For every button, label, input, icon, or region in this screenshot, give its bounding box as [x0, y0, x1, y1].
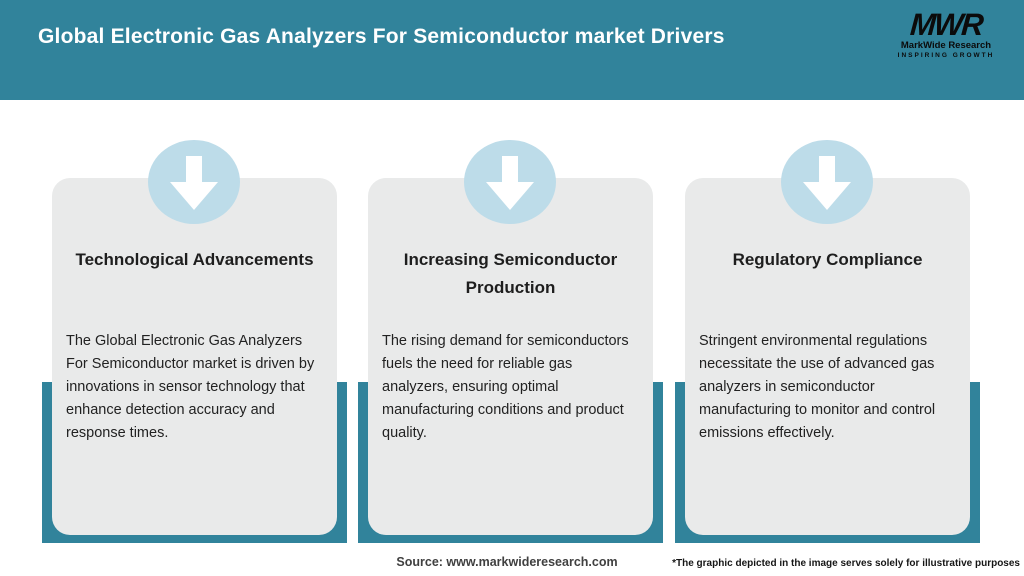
arrow-circle-badge — [781, 140, 873, 224]
arrow-circle-badge — [148, 140, 240, 224]
logo-mwr-monogram: MWR — [909, 7, 983, 42]
logo-company-name: MarkWide Research — [900, 40, 992, 51]
header-bar: Global Electronic Gas Analyzers For Semi… — [0, 0, 1024, 100]
card-body-text: The Global Electronic Gas Analyzers For … — [66, 333, 315, 441]
illustrative-disclaimer: *The graphic depicted in the image serve… — [672, 558, 1020, 569]
source-attribution: Source: www.markwideresearch.com — [396, 555, 618, 569]
logo-tagline: INSPIRING GROWTH — [897, 52, 995, 59]
arrow-circle-badge — [464, 140, 556, 224]
driver-card-technological-advancements: Technological Advancements The Global El… — [52, 178, 337, 535]
card-body-text: Stringent environmental regulations nece… — [699, 333, 936, 441]
card-body-text: The rising demand for semiconductors fue… — [382, 333, 629, 441]
down-arrow-icon — [170, 156, 218, 210]
card-heading: Regulatory Compliance — [732, 250, 923, 269]
page-title: Global Electronic Gas Analyzers For Semi… — [38, 25, 725, 48]
down-arrow-icon — [486, 156, 534, 210]
driver-card-regulatory-compliance: Regulatory Compliance Stringent environm… — [685, 178, 970, 535]
card-heading: Increasing Semiconductor Production — [403, 250, 618, 297]
card-heading: Technological Advancements — [75, 250, 314, 269]
markwide-research-logo: MWR MarkWide Research INSPIRING GROWTH — [886, 7, 1006, 60]
driver-card-increasing-semiconductor-production: Increasing Semiconductor Production The … — [368, 178, 653, 535]
down-arrow-icon — [803, 156, 851, 210]
